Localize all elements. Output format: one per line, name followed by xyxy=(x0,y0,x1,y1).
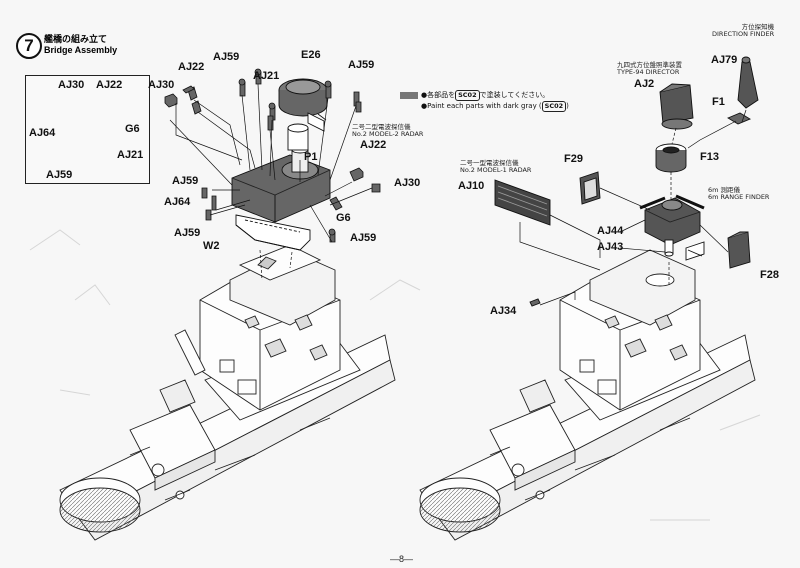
label-aj2: AJ2 xyxy=(634,78,655,90)
label-g6-main: G6 xyxy=(336,212,351,224)
caption-radar2-en: No.2 MODEL-2 RADAR xyxy=(352,130,424,139)
label-w2: W2 xyxy=(203,240,220,252)
label-g6-detail: G6 xyxy=(125,123,140,135)
label-f29: F29 xyxy=(564,153,583,165)
label-aj79: AJ79 xyxy=(711,54,738,66)
caption-radar2-jp: 二号二型電波探信儀 xyxy=(352,123,411,131)
paint-note-en-suffix: ) xyxy=(566,101,569,110)
detail-inset xyxy=(25,75,150,184)
paint-code-en: SC02 xyxy=(541,100,567,112)
small-parts-left xyxy=(164,68,381,243)
background-bleed xyxy=(29,229,761,521)
label-aj10: AJ10 xyxy=(458,180,485,192)
label-aj43: AJ43 xyxy=(597,241,624,253)
caption-radar1: 二号一型電波探信儀 No.2 MODEL-1 RADAR xyxy=(460,159,532,175)
label-aj21-detail: AJ21 xyxy=(117,149,144,161)
caption-finder: 方位探知機 DIRECTION FINDER xyxy=(712,23,775,39)
caption-director: 九四式方位盤照準装置 TYPE-94 DIRECTOR xyxy=(617,61,682,77)
label-aj34: AJ34 xyxy=(490,305,517,317)
caption-range-jp: 6m 測距儀 xyxy=(708,186,741,194)
label-e26: E26 xyxy=(301,49,321,61)
label-aj59-b: AJ59 xyxy=(348,59,375,71)
label-aj64-detail: AJ64 xyxy=(29,127,56,139)
label-aj64-main: AJ64 xyxy=(164,196,191,208)
label-aj30-detail: AJ30 xyxy=(58,79,85,91)
label-aj44: AJ44 xyxy=(597,225,624,237)
paint-note-jp-suffix: で塗装してください。 xyxy=(479,91,550,99)
caption-radar1-en: No.2 MODEL-1 RADAR xyxy=(460,166,532,175)
paint-note-en: ●Paint each parts with dark gray (SC02) xyxy=(421,100,569,112)
caption-director-jp: 九四式方位盤照準装置 xyxy=(617,61,682,69)
label-aj22-right: AJ22 xyxy=(360,139,387,151)
label-aj59-a: AJ59 xyxy=(213,51,240,63)
paint-swatch xyxy=(400,91,418,99)
left-ship-hull xyxy=(59,244,396,541)
label-aj21-main: AJ21 xyxy=(253,70,280,82)
label-aj59-bottom: AJ59 xyxy=(350,232,377,244)
label-aj59-low: AJ59 xyxy=(174,227,201,239)
caption-finder-en: DIRECTION FINDER xyxy=(712,30,775,39)
caption-radar2: 二号二型電波探信儀 No.2 MODEL-2 RADAR xyxy=(352,123,424,139)
label-aj22-detail: AJ22 xyxy=(96,79,123,91)
paint-note-en-prefix: ●Paint each parts with dark gray ( xyxy=(421,101,542,110)
page-number: —8— xyxy=(390,554,414,564)
label-f28: F28 xyxy=(760,269,779,281)
step-title-jp: 艦橋の組み立て xyxy=(44,34,108,44)
label-p1: P1 xyxy=(304,151,318,163)
leader-lines-left xyxy=(169,83,373,281)
paint-code-jp: SC02 xyxy=(455,90,480,101)
label-aj30-main: AJ30 xyxy=(148,79,175,91)
right-ship-hull xyxy=(419,249,756,541)
label-aj22-main: AJ22 xyxy=(178,61,205,73)
right-director-parts xyxy=(494,56,759,307)
label-aj59-detail: AJ59 xyxy=(46,169,73,181)
step-title-en: Bridge Assembly xyxy=(44,44,118,55)
label-aj30-right: AJ30 xyxy=(394,177,421,189)
caption-range-finder: 6m 測距儀 6m RANGE FINDER xyxy=(708,186,770,202)
step-title: 艦橋の組み立て Bridge Assembly xyxy=(44,34,117,56)
label-f1: F1 xyxy=(712,96,725,108)
step-number: 7 xyxy=(16,33,42,59)
caption-finder-jp: 方位探知機 xyxy=(741,23,775,31)
caption-radar1-jp: 二号一型電波探信儀 xyxy=(460,159,519,167)
left-bridge-block xyxy=(231,78,331,251)
caption-range-en: 6m RANGE FINDER xyxy=(708,193,770,202)
label-f13: F13 xyxy=(700,151,719,163)
caption-director-en: TYPE-94 DIRECTOR xyxy=(617,68,680,77)
label-aj59-left: AJ59 xyxy=(172,175,199,187)
leader-lines-right xyxy=(519,109,747,306)
paint-note-jp-prefix: ●各部品を xyxy=(421,91,456,99)
